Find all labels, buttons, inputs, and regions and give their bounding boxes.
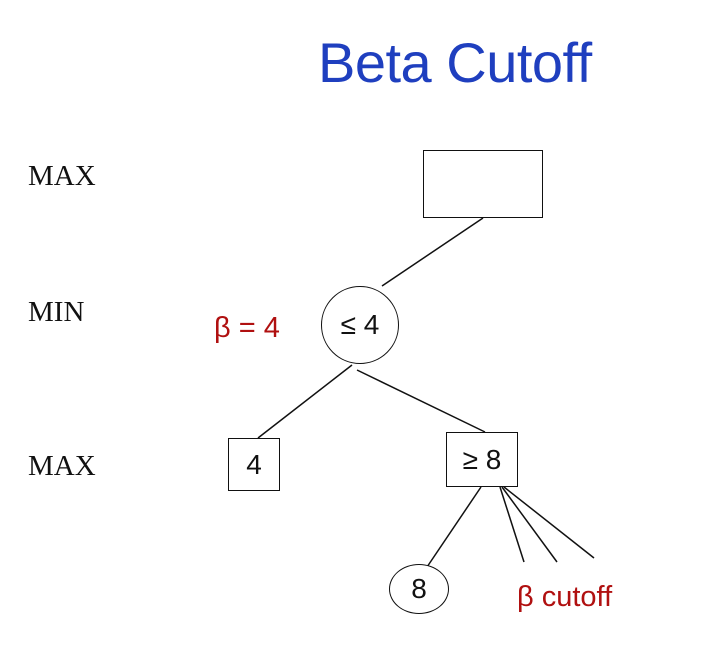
- edge-cutoff-1: [499, 486, 525, 563]
- beta-cutoff-label: β cutoff: [517, 581, 613, 613]
- level-label-max-bottom: MAX: [28, 450, 96, 482]
- edge-right-leaf: [424, 486, 482, 571]
- edge-min-right: [356, 369, 486, 433]
- min-node: ≤ 4: [321, 286, 399, 364]
- left-max-node: 4: [228, 438, 280, 491]
- edge-cutoff-3: [503, 486, 595, 559]
- beta-value-label: β = 4: [214, 312, 280, 344]
- leaf-node: 8: [389, 564, 449, 614]
- right-max-node: ≥ 8: [446, 432, 518, 487]
- root-max-node: [423, 150, 543, 218]
- level-label-min: MIN: [28, 296, 85, 328]
- edge-root-min: [381, 217, 484, 287]
- edge-min-left: [257, 364, 353, 439]
- slide-title: Beta Cutoff: [318, 31, 592, 94]
- level-label-max-top: MAX: [28, 160, 96, 192]
- edge-cutoff-2: [501, 486, 558, 563]
